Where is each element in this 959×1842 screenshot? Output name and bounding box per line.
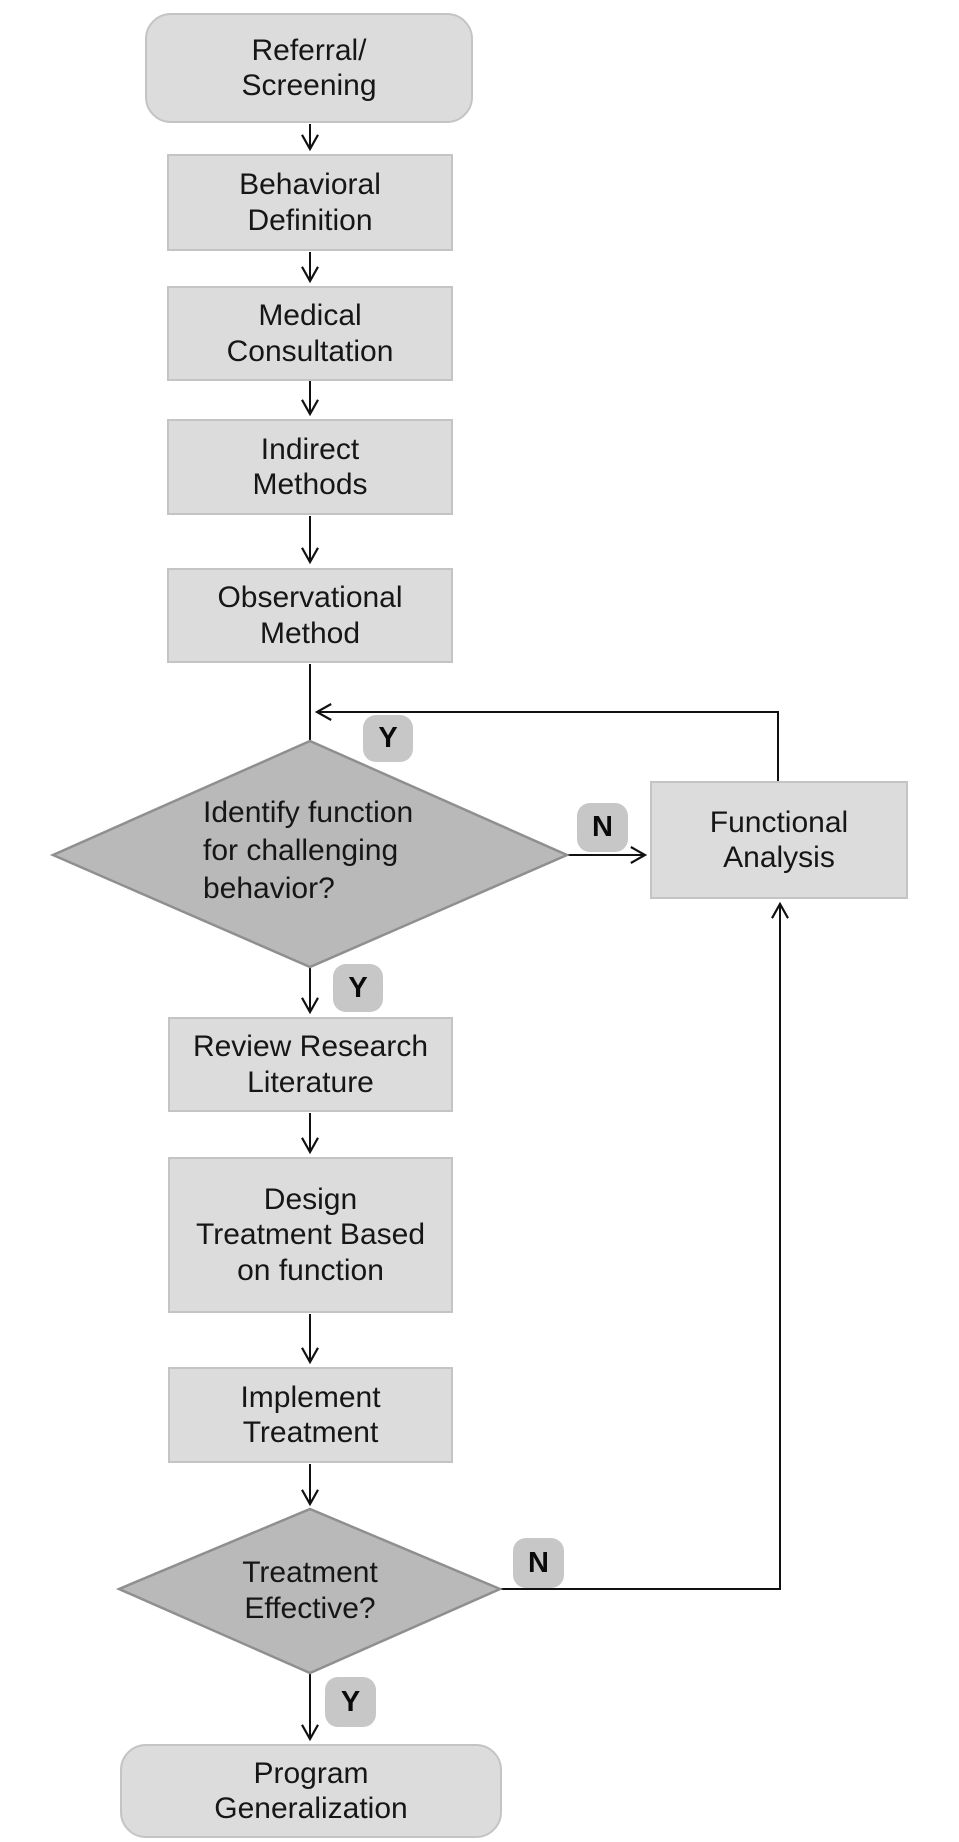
node-referral-screening: Referral/ Screening	[145, 13, 473, 123]
badge-identify-yes: Y	[333, 964, 383, 1012]
badge-identify-no: N	[577, 803, 628, 852]
decision-treatment-effective-shape	[115, 1507, 504, 1675]
node-treatment-effective-label: Treatment Effective?	[242, 1556, 378, 1625]
badge-loop-return-yes: Y	[363, 715, 413, 762]
node-behavioral-definition: Behavioral Definition	[167, 154, 453, 251]
edge-fa-loop-return	[314, 703, 779, 781]
decision-identify-function-shape	[49, 739, 571, 969]
node-indirect-methods: Indirect Methods	[167, 419, 453, 515]
node-design-treatment: Design Treatment Based on function	[168, 1157, 453, 1313]
node-observational-method: Observational Method	[167, 568, 453, 663]
edge-effective-no-fa	[500, 901, 789, 1590]
node-functional-analysis: Functional Analysis	[650, 781, 908, 899]
node-identify-function-label: Identify function for challenging behavi…	[203, 796, 414, 905]
badge-effective-no: N	[513, 1538, 564, 1588]
node-review-research-literature: Review Research Literature	[168, 1017, 453, 1112]
node-implement-treatment: Implement Treatment	[168, 1367, 453, 1463]
node-program-generalization: Program Generalization	[120, 1744, 502, 1838]
badge-effective-yes: Y	[325, 1677, 376, 1727]
node-medical-consultation: Medical Consultation	[167, 286, 453, 381]
